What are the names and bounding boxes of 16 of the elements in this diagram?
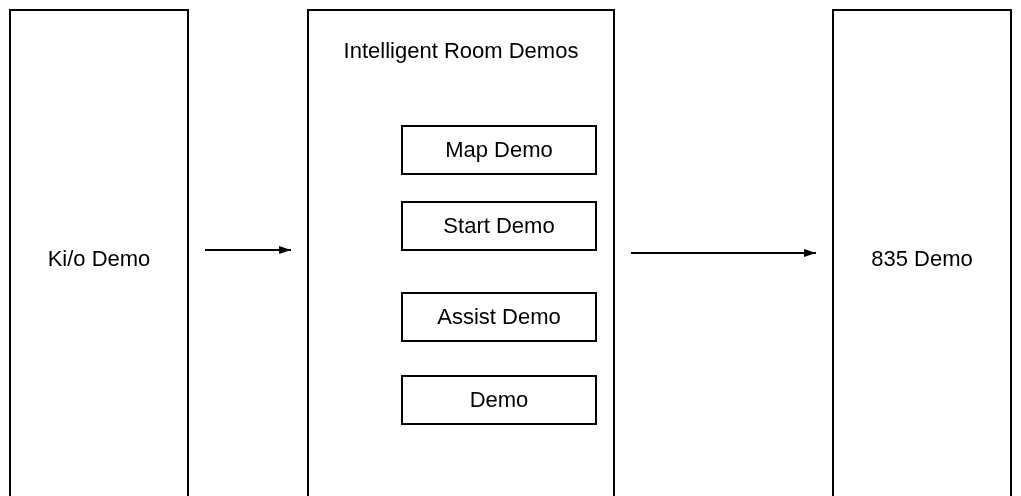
demo-box — [401, 375, 597, 425]
arrow — [630, 249, 817, 257]
panel-heading: Intelligent Room Demos — [342, 37, 580, 65]
demo-panel — [832, 9, 1012, 496]
demo-box — [401, 201, 597, 251]
box-label: Assist Demo — [437, 303, 561, 331]
box-label: Map Demo — [445, 136, 553, 164]
box-label: Start Demo — [443, 212, 555, 240]
demo-panel — [9, 9, 189, 496]
demo-box — [401, 125, 597, 175]
demo-panel — [307, 9, 615, 496]
demo-box — [401, 292, 597, 342]
box-label: Demo — [469, 386, 529, 414]
box-label: 835 Demo — [871, 245, 973, 273]
box-label: Ki/o Demo — [47, 245, 151, 273]
arrow — [204, 246, 292, 254]
